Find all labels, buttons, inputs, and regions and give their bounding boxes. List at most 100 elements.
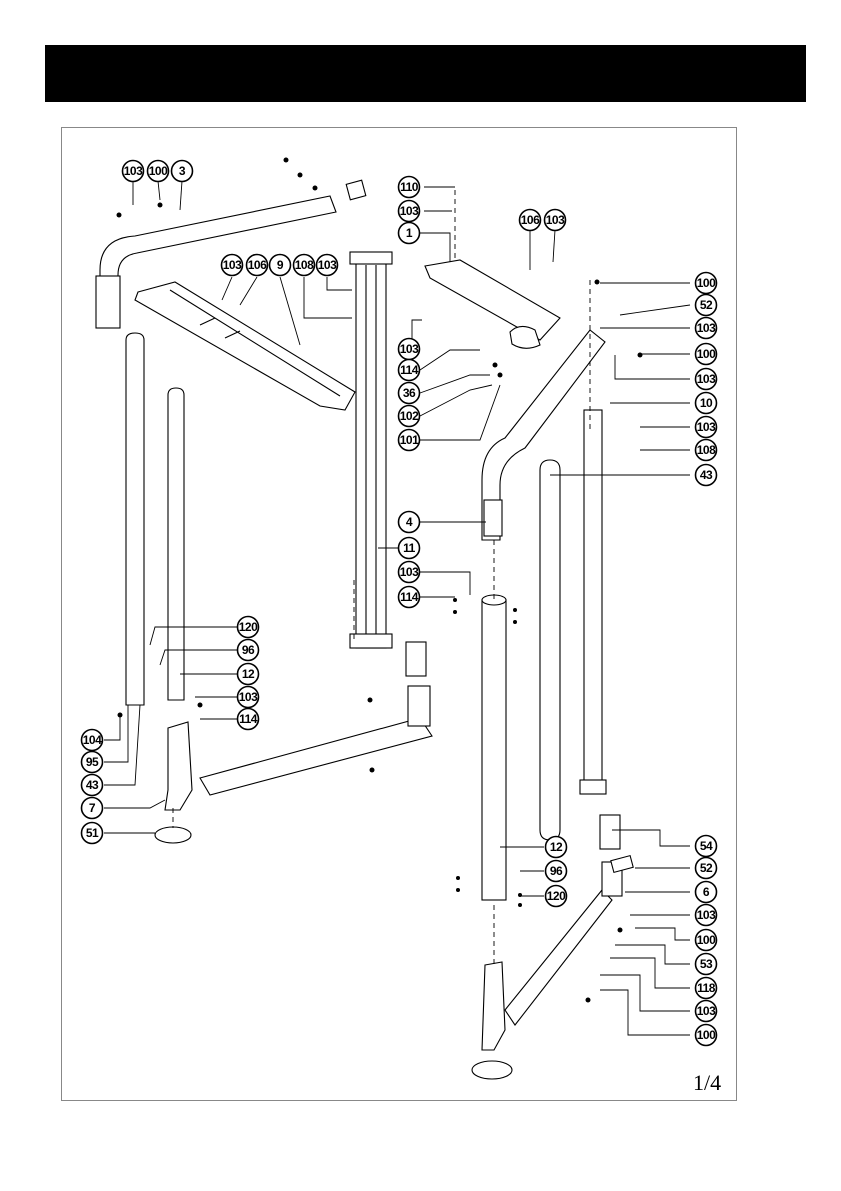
- svg-text:7: 7: [89, 801, 96, 815]
- callout-100: 100: [696, 273, 717, 294]
- callout-103: 103: [399, 339, 420, 360]
- svg-text:101: 101: [400, 433, 419, 447]
- svg-text:118: 118: [697, 981, 716, 995]
- svg-text:10: 10: [700, 396, 713, 410]
- svg-text:43: 43: [700, 468, 713, 482]
- callout-103: 103: [696, 905, 717, 926]
- callout-43: 43: [82, 775, 103, 796]
- svg-text:3: 3: [179, 164, 186, 178]
- left-upright-tubes: [126, 333, 184, 705]
- callout-103: 103: [399, 201, 420, 222]
- svg-text:106: 106: [521, 213, 540, 227]
- callout-114: 114: [399, 587, 420, 608]
- callout-11: 11: [399, 538, 420, 559]
- top-bracket-assembly: [425, 260, 560, 348]
- callout-12: 12: [546, 837, 567, 858]
- right-rear-tubes: [540, 410, 606, 840]
- bottom-left-base: [155, 642, 432, 843]
- callout-100: 100: [696, 930, 717, 951]
- callout-10: 10: [696, 393, 717, 414]
- callout-3: 3: [172, 161, 193, 182]
- callout-51: 51: [82, 823, 103, 844]
- callout-118: 118: [696, 978, 717, 999]
- svg-text:4: 4: [406, 515, 413, 529]
- callout-96: 96: [238, 640, 259, 661]
- callout-6: 6: [696, 882, 717, 903]
- svg-text:9: 9: [277, 258, 284, 272]
- callout-108: 108: [696, 440, 717, 461]
- callout-103: 103: [696, 318, 717, 339]
- svg-text:103: 103: [546, 213, 565, 227]
- callout-103: 103: [696, 369, 717, 390]
- callout-102: 102: [399, 406, 420, 427]
- callout-95: 95: [82, 752, 103, 773]
- callout-7: 7: [82, 798, 103, 819]
- center-guide-column: [350, 252, 392, 648]
- callout-114: 114: [399, 360, 420, 381]
- svg-text:100: 100: [697, 1028, 716, 1042]
- svg-text:100: 100: [697, 276, 716, 290]
- svg-text:103: 103: [697, 908, 716, 922]
- callout-103: 103: [317, 255, 338, 276]
- callout-108: 108: [294, 255, 315, 276]
- svg-text:120: 120: [547, 889, 566, 903]
- callout-103: 103: [222, 255, 243, 276]
- svg-text:12: 12: [242, 667, 255, 681]
- callout-104: 104: [82, 730, 103, 751]
- svg-text:103: 103: [697, 1004, 716, 1018]
- svg-text:51: 51: [86, 826, 99, 840]
- svg-text:96: 96: [550, 864, 563, 878]
- svg-text:96: 96: [242, 643, 255, 657]
- svg-text:114: 114: [400, 363, 419, 377]
- svg-text:103: 103: [239, 690, 258, 704]
- svg-text:11: 11: [403, 541, 416, 555]
- svg-text:54: 54: [700, 839, 713, 853]
- callout-100: 100: [696, 344, 717, 365]
- svg-text:95: 95: [86, 755, 99, 769]
- svg-text:52: 52: [700, 298, 713, 312]
- svg-text:108: 108: [295, 258, 314, 272]
- svg-text:103: 103: [318, 258, 337, 272]
- callout-106: 106: [247, 255, 268, 276]
- svg-text:108: 108: [697, 443, 716, 457]
- callout-120: 120: [238, 617, 259, 638]
- svg-text:100: 100: [149, 164, 168, 178]
- svg-text:120: 120: [239, 620, 258, 634]
- svg-text:103: 103: [697, 321, 716, 335]
- callout-52: 52: [696, 295, 717, 316]
- callout-53: 53: [696, 954, 717, 975]
- callout-103: 103: [545, 210, 566, 231]
- callout-103: 103: [696, 1001, 717, 1022]
- top-crossbar: [135, 282, 355, 410]
- svg-text:114: 114: [239, 712, 258, 726]
- svg-text:103: 103: [400, 204, 419, 218]
- svg-text:53: 53: [700, 957, 713, 971]
- svg-text:1: 1: [406, 226, 413, 240]
- svg-text:103: 103: [400, 342, 419, 356]
- callout-12: 12: [238, 664, 259, 685]
- callout-103: 103: [238, 687, 259, 708]
- callout-103: 103: [123, 161, 144, 182]
- callout-52: 52: [696, 858, 717, 879]
- callout-110: 110: [399, 177, 420, 198]
- callout-114: 114: [238, 709, 259, 730]
- svg-text:103: 103: [697, 372, 716, 386]
- svg-text:106: 106: [248, 258, 267, 272]
- callout-54: 54: [696, 836, 717, 857]
- svg-text:103: 103: [697, 420, 716, 434]
- callout-101: 101: [399, 430, 420, 451]
- svg-text:52: 52: [700, 861, 713, 875]
- svg-text:103: 103: [124, 164, 143, 178]
- callout-103: 103: [399, 562, 420, 583]
- callout-96: 96: [546, 861, 567, 882]
- svg-text:100: 100: [697, 933, 716, 947]
- svg-text:36: 36: [403, 386, 416, 400]
- callout-9: 9: [270, 255, 291, 276]
- svg-text:104: 104: [83, 733, 102, 747]
- svg-text:12: 12: [550, 840, 563, 854]
- callout-43: 43: [696, 465, 717, 486]
- svg-text:103: 103: [400, 565, 419, 579]
- callout-106: 106: [520, 210, 541, 231]
- center-front-tube: [482, 595, 506, 900]
